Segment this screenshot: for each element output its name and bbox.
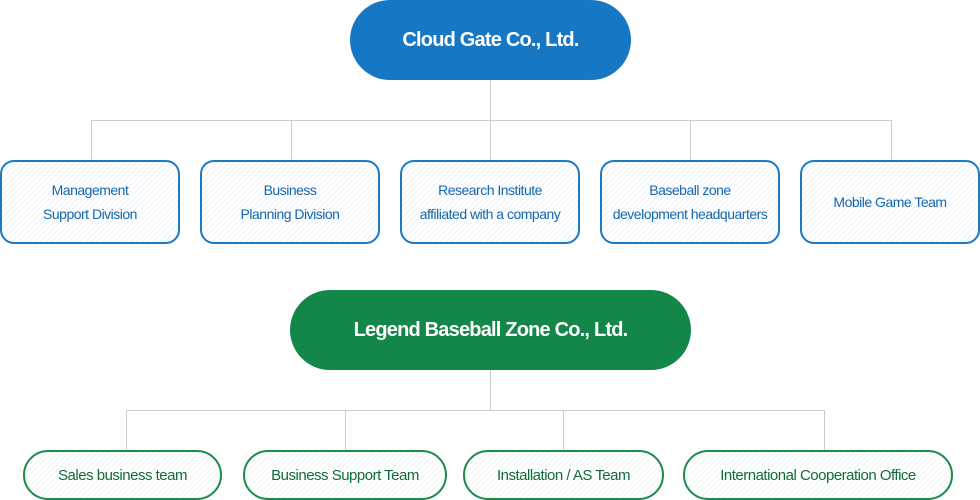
- team-business-support: Business Support Team: [243, 450, 447, 500]
- cloud-gate-company-node: Cloud Gate Co., Ltd.: [350, 0, 631, 80]
- legend-baseball-zone-company-title: Legend Baseball Zone Co., Ltd.: [353, 318, 629, 341]
- division-research-institute: Research Institute affiliated with a com…: [400, 160, 580, 244]
- legend-baseball-zone-company-node: Legend Baseball Zone Co., Ltd.: [290, 290, 691, 370]
- team-label: International Cooperation Office: [720, 466, 916, 484]
- division-label: Management Support Division: [43, 182, 137, 222]
- division-management-support: Management Support Division: [0, 160, 180, 244]
- division-baseball-zone-development: Baseball zone development headquarters: [600, 160, 780, 244]
- team-installation-as: Installation / AS Team: [463, 450, 664, 500]
- team-sales-business: Sales business team: [23, 450, 222, 500]
- division-label: Baseball zone development headquarters: [612, 182, 768, 222]
- team-international-cooperation: International Cooperation Office: [683, 450, 953, 500]
- division-business-planning: Business Planning Division: [200, 160, 380, 244]
- division-label: Mobile Game Team: [833, 194, 947, 210]
- division-mobile-game-team: Mobile Game Team: [800, 160, 980, 244]
- team-label: Sales business team: [58, 466, 187, 484]
- division-label: Business Planning Division: [240, 182, 340, 222]
- division-label: Research Institute affiliated with a com…: [419, 182, 561, 222]
- cloud-gate-company-title: Cloud Gate Co., Ltd.: [402, 28, 579, 51]
- team-label: Installation / AS Team: [497, 466, 630, 484]
- team-label: Business Support Team: [271, 466, 419, 484]
